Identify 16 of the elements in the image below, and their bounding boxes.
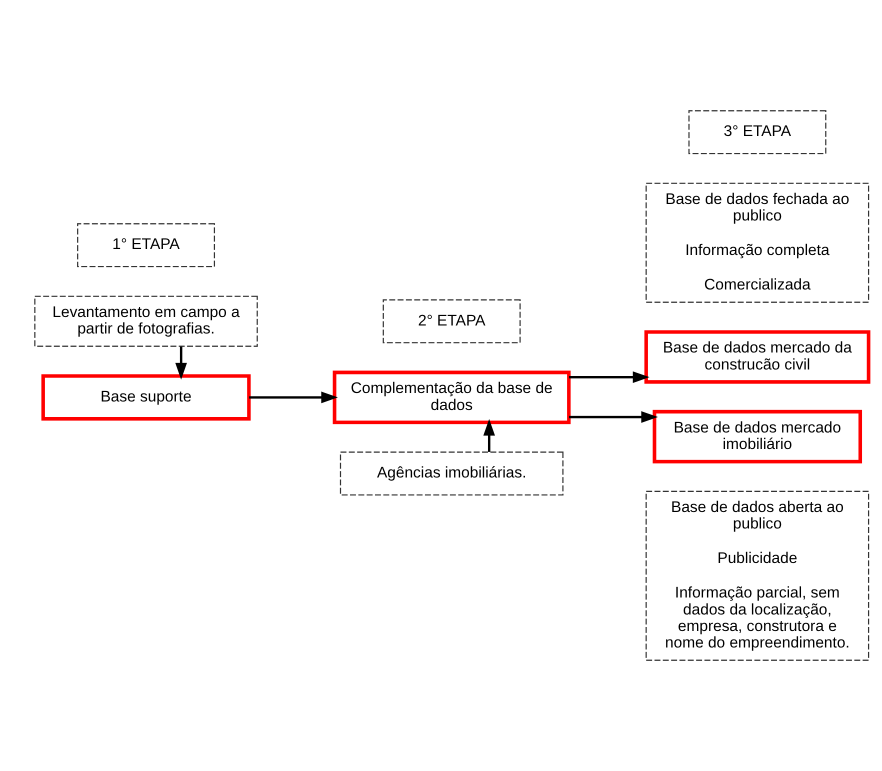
node-box: Levantamento em campo a partir de fotografias.: [34, 296, 258, 347]
node-box: Base suporte: [41, 374, 251, 421]
node-box: 1° ETAPA: [77, 223, 216, 268]
arrow: [483, 418, 495, 452]
node-box: 2° ETAPA: [382, 299, 521, 344]
arrow: [569, 411, 658, 423]
node-box: Base de dados fechada ao publico Informação completa Comercializada: [646, 182, 870, 303]
node-box: Base de dados aberta ao publico Publicidade Informação parcial, sem dados da localização, empresa, construtora e nome do empreendimento.: [646, 490, 870, 661]
node-box: Base de dados mercado imobiliário: [652, 410, 862, 464]
node-box: Complementação da base de dados: [332, 370, 571, 424]
arrow: [569, 371, 650, 384]
node-box: Base de dados mercado da construcão civil: [644, 330, 870, 384]
arrow: [175, 346, 187, 380]
arrow: [249, 392, 338, 404]
node-box: Agências imobiliárias.: [340, 452, 564, 496]
node-box: 3° ETAPA: [688, 110, 826, 154]
